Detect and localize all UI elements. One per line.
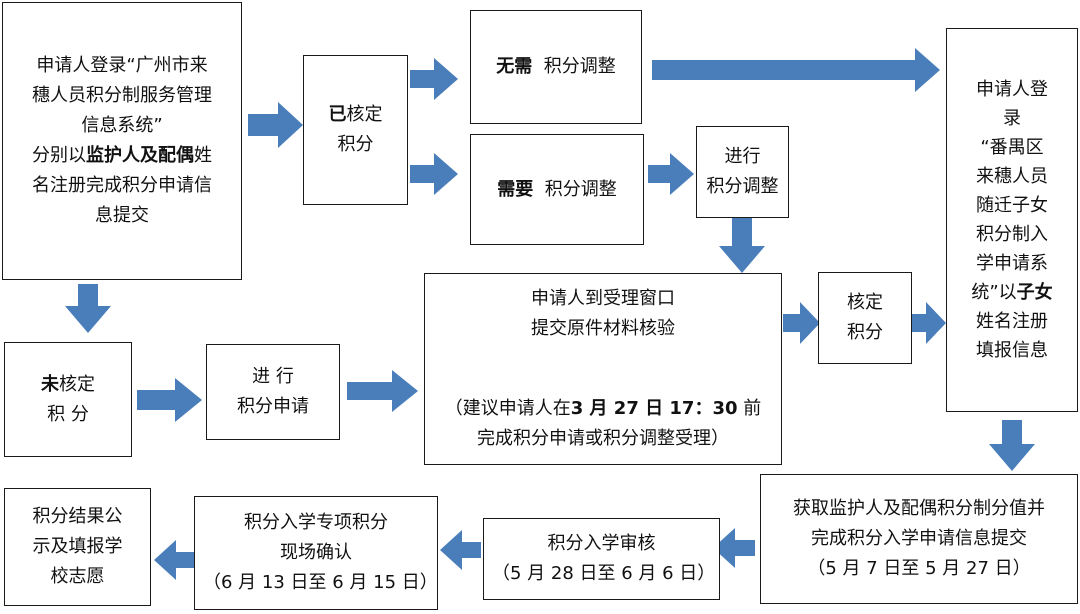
obtain-line1: 获取监护人及配偶积分制分值并	[793, 498, 1045, 519]
do-adjust-line2: 积分调整	[706, 176, 779, 197]
no-adjust-line: 无需 积分调整	[496, 52, 615, 82]
box1-line4-bold: 监护人及配偶	[86, 145, 194, 166]
window-line2: 提交原件材料核验	[531, 318, 675, 339]
arrow-verified-to-need-adjust	[410, 153, 458, 195]
do-adjust-line1: 进行	[724, 146, 761, 167]
right-line9: 姓名注册	[976, 311, 1048, 332]
obtain-line3: （5 月 7 日至 5 月 27 日）	[807, 558, 1031, 579]
box1-line4: 分别以监护人及配偶姓	[32, 141, 212, 171]
arrow-right-down	[989, 420, 1035, 471]
box-register-parents: 申请人登录“广州市来 穗人员积分制服务管理 信息系统” 分别以监护人及配偶姓 名…	[2, 2, 242, 280]
result-line2: 示及填报学	[32, 536, 123, 557]
box-need-adjustment: 需要 积分调整	[470, 134, 644, 245]
window-line4: 完成积分申请或积分调整受理）	[476, 428, 729, 449]
box1-line4-c: 姓	[194, 145, 212, 166]
box1-line4-a: 分别以	[32, 145, 86, 166]
result-line3: 校志愿	[50, 566, 105, 587]
verified-rest: 核定	[346, 104, 383, 125]
review-line1: 积分入学审核	[547, 533, 656, 554]
box1-line2: 穗人员积分制服务管理	[32, 85, 212, 106]
window-line3-a: （建议申请人在	[444, 398, 571, 419]
no-adjust-bold: 无需	[496, 56, 533, 77]
box-results-publicity: 积分结果公 示及填报学 校志愿	[4, 488, 151, 606]
apply-line2: 积分申请	[237, 396, 309, 417]
window-top: 申请人到受理窗口 提交原件材料核验	[531, 284, 675, 344]
verified-line1: 已核定	[329, 100, 383, 130]
arrow-confirm-to-result	[154, 540, 195, 580]
arrow-verified-to-no-adjust	[410, 58, 458, 100]
arrow-window-to-verify2	[783, 302, 820, 344]
result-line1: 积分结果公	[32, 506, 123, 527]
right-line8: 统”以子女	[971, 278, 1052, 307]
arrow-no-adjust-to-right	[652, 48, 940, 92]
box-perform-adjustment: 进行 积分调整	[696, 126, 789, 218]
arrow-review-to-confirm	[440, 530, 481, 570]
box-unverified-points: 未核定 积 分	[4, 342, 132, 457]
box-obtain-points: 获取监护人及配偶积分制分值并 完成积分入学申请信息提交 （5 月 7 日至 5 …	[760, 474, 1078, 604]
arrow-apply-to-window	[347, 370, 418, 412]
box-onsite-confirmation: 积分入学专项积分 现场确认 （6 月 13 日至 6 月 15 日）	[194, 496, 438, 610]
window-line3: （建议申请人在3 月 27 日 17：30 前	[445, 394, 761, 424]
unverified-rest: 核定	[59, 373, 95, 395]
right-line3: “番禺区	[980, 137, 1044, 158]
arrow-need-adjust-to-do-adjust	[648, 153, 694, 195]
confirm-line1: 积分入学专项积分	[244, 512, 388, 533]
arrow-verify2-to-right	[912, 302, 946, 344]
confirm-line2: 现场确认	[280, 542, 352, 563]
box-register-child: 申请人登 录 “番禺区 来穗人员 随迁子女 积分制入 学申请系 统”以子女 姓名…	[946, 28, 1078, 412]
box-verified-points: 已核定 积分	[303, 55, 408, 205]
apply-line1: 进 行	[252, 366, 294, 387]
right-line8-a: 统”以	[971, 282, 1017, 303]
right-line5: 随迁子女	[976, 195, 1048, 216]
arrow-do-adjust-down	[719, 218, 765, 273]
box1-line6: 息提交	[95, 205, 149, 226]
need-adjust-line: 需要 积分调整	[497, 175, 616, 205]
verify2-line1: 核定	[847, 292, 883, 313]
right-line1: 申请人登	[976, 79, 1048, 100]
box1-line5: 名注册完成积分申请信	[32, 175, 212, 196]
box1-line3: 信息系统”	[81, 115, 163, 136]
obtain-line2: 完成积分入学申请信息提交	[811, 528, 1027, 549]
box-enrollment-review: 积分入学审核 （5 月 28 日至 6 月 6 日）	[483, 518, 720, 600]
right-line4: 来穗人员	[976, 166, 1048, 187]
right-line6: 积分制入	[976, 224, 1048, 245]
window-line3-bold: 3 月 27 日 17：30	[570, 398, 738, 419]
unverified-line1: 未核定	[41, 370, 95, 400]
no-adjust-rest: 积分调整	[543, 56, 616, 77]
window-line3-c: 前	[743, 398, 762, 419]
right-line10: 填报信息	[976, 340, 1048, 361]
right-line8-bold: 子女	[1016, 282, 1053, 303]
unverified-line2: 积 分	[47, 403, 89, 425]
confirm-line3: （6 月 13 日至 6 月 15 日）	[203, 572, 438, 593]
need-adjust-rest: 积分调整	[544, 178, 617, 200]
arrow-unverified-to-apply	[137, 378, 202, 422]
right-line7: 学申请系	[976, 253, 1048, 274]
verified-line2: 积分	[337, 134, 374, 155]
arrow-box1-down	[65, 284, 111, 333]
need-adjust-bold: 需要	[497, 178, 534, 200]
review-line2: （5 月 28 日至 6 月 6 日）	[492, 563, 716, 584]
verify2-line2: 积分	[847, 322, 883, 343]
unverified-bold: 未	[41, 373, 59, 395]
box-apply-points: 进 行 积分申请	[206, 344, 340, 440]
window-bottom: （建议申请人在3 月 27 日 17：30 前 完成积分申请或积分调整受理）	[445, 394, 761, 454]
arrow-box1-to-verified	[248, 102, 303, 148]
window-line1: 申请人到受理窗口	[531, 288, 675, 309]
verified-bold: 已	[328, 104, 347, 125]
right-line2: 录	[1003, 108, 1021, 129]
box-verify-points-2: 核定 积分	[818, 272, 912, 364]
box-no-adjustment: 无需 积分调整	[470, 10, 642, 124]
box1-line1: 申请人登录“广州市来	[36, 55, 208, 76]
box-window-submission: 申请人到受理窗口 提交原件材料核验 （建议申请人在3 月 27 日 17：30 …	[424, 273, 782, 465]
